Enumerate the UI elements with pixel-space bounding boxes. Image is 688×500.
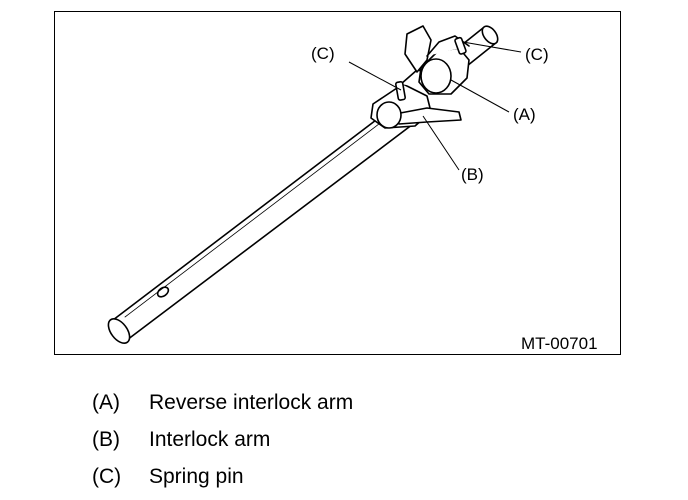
legend-row-a: (A) Reverse interlock arm	[92, 384, 353, 421]
legend-row-c: (C) Spring pin	[92, 458, 353, 495]
legend-key: (C)	[92, 464, 122, 488]
leader-a	[450, 79, 510, 113]
callout-b: (B)	[461, 165, 484, 184]
shaft-rod	[107, 97, 422, 344]
callout-c-left: (C)	[311, 44, 335, 63]
legend: (A) Reverse interlock arm (B) Interlock …	[92, 384, 353, 495]
leader-c-left	[348, 61, 402, 91]
figure-code: MT-00701	[521, 334, 598, 353]
figure-frame: (C) (C) (A) (B) MT-00701	[54, 11, 621, 355]
callout-a: (A)	[513, 105, 536, 124]
legend-row-b: (B) Interlock arm	[92, 421, 353, 458]
spring-pin-right	[454, 36, 467, 55]
rod-hole	[156, 286, 170, 298]
callout-c-right: (C)	[525, 45, 549, 64]
interlock-arm	[370, 69, 462, 129]
legend-text: Spring pin	[149, 464, 244, 488]
legend-key: (A)	[92, 390, 120, 414]
spring-pin-left	[394, 80, 406, 101]
leader-b	[422, 115, 460, 171]
legend-text: Reverse interlock arm	[149, 390, 354, 414]
shift-rod-illustration: (C) (C) (A) (B) MT-00701	[107, 25, 598, 353]
leader-c-right	[462, 41, 522, 53]
legend-text: Interlock arm	[149, 427, 271, 451]
legend-key: (B)	[92, 427, 120, 451]
